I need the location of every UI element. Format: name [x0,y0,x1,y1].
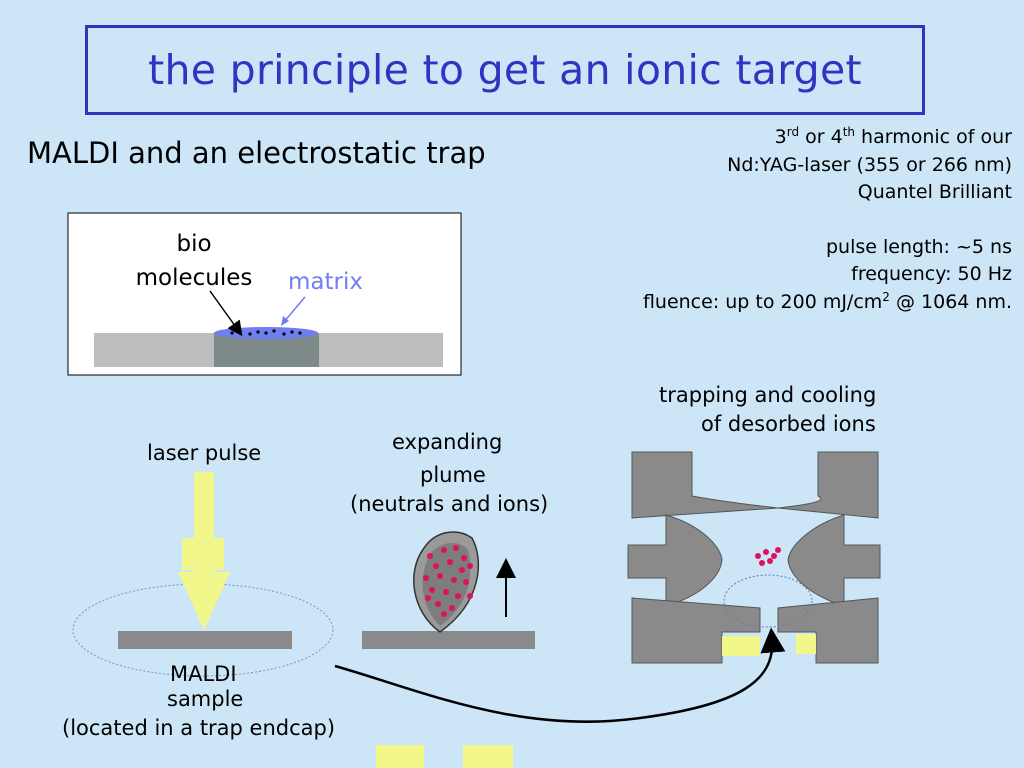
trap-electrode-top-left [631,451,779,519]
maldi-label: MALDI [170,662,237,686]
molecules-label: molecules [135,265,253,291]
trap-electrode-bottom-left [631,597,761,664]
sample-label: sample [167,687,244,711]
matrix-pointer-head [281,316,289,326]
located-label: (located in a trap endcap) [62,716,336,740]
trap-electrode-left [627,514,723,607]
maldi-sample-outline [72,583,334,677]
laser-line-1: 3rd or 4th harmonic of our [774,125,1012,148]
maldi-sample-plate [118,631,292,649]
laser-beam-block-left [182,538,196,570]
plume-plate [362,631,535,649]
trapping-label-1: trapping and cooling [659,383,877,407]
laser-line-5: frequency: 50 Hz [851,263,1012,285]
trap-electrode-right [787,514,881,607]
laser-line-3: Quantel Brilliant [857,181,1012,203]
expanding-label: expanding [392,430,503,454]
slide-title: the principle to get an ionic target [148,46,862,94]
trap-capture-zone [723,574,813,628]
laser-pulse-arrow [178,472,230,630]
laser-line-6: fluence: up to 200 mJ/cm2 @ 1064 nm. [642,289,1012,313]
title-box: the principle to get an ionic target [85,25,925,115]
laser-info: 3rd or 4th harmonic of our Nd:YAG-laser … [643,124,1012,316]
neutrals-ions-label: (neutrals and ions) [350,492,549,516]
bio-pointer-arrow [209,290,243,337]
trap-electrode-bottom-right [777,597,879,664]
matrix-label: matrix [288,269,363,295]
bio-label: bio [176,231,212,257]
laser-line-4: pulse length: ~5 ns [825,235,1012,258]
trap-electrode-top-right [777,451,879,519]
subtitle: MALDI and an electrostatic trap [27,136,486,170]
plume-ions [423,545,473,617]
laser-line-2: Nd:YAG-laser (355 or 266 nm) [727,153,1012,176]
plume-label: plume [420,463,486,487]
transfer-arrow [334,627,786,723]
trapping-label-2: of desorbed ions [701,412,876,436]
bottom-yellow-right [463,745,513,768]
matrix-pointer-line [282,296,306,324]
bottom-yellow-left [376,745,424,768]
trap-yellow-right [796,634,816,654]
laser-pulse-label: laser pulse [147,441,262,465]
trapped-ions [755,547,781,566]
trap-yellow-left [722,636,760,656]
